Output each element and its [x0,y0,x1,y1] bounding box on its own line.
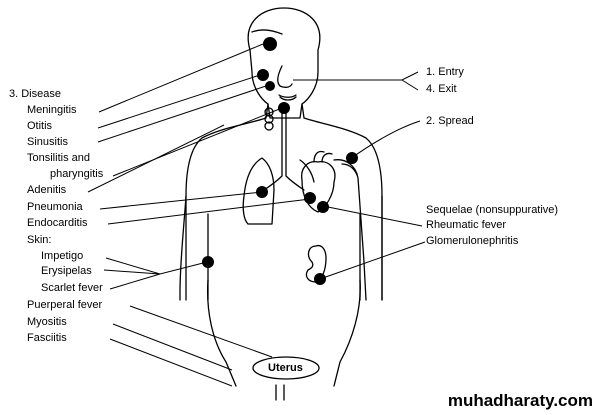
label-tonsillitis-2: pharyngitis [50,168,104,180]
line-spread [349,120,421,160]
line-adenitis [87,124,225,193]
label-puerperal-fever: Puerperal fever [27,299,103,311]
label-myositis: Myositis [27,316,67,328]
left-arm [179,195,209,301]
label-exit: 4. Exit [426,83,457,95]
line-myositis [112,323,233,371]
label-glomerulonephritis: Glomerulonephritis [426,235,519,247]
site-skin [202,256,214,268]
label-skin: Skin: [27,234,52,246]
line-sequelae [322,205,423,227]
line-glomerulo [319,241,426,280]
site-sinusitis [265,81,275,91]
line-skin [103,257,208,290]
label-otitis: Otitis [27,120,53,132]
left-lung [242,157,275,225]
site-endocarditis-1 [304,192,316,204]
line-otitis [97,74,261,129]
label-impetigo: Impetigo [41,250,84,262]
airway [263,107,305,191]
mouth-outline [278,94,297,101]
label-adenitis: Adenitis [27,184,67,196]
site-endocarditis-2 [317,201,329,213]
lower-torso [206,279,361,387]
label-uterus: Uterus [268,362,303,374]
torso-outline [185,103,383,301]
label-tonsillitis-1: Tonsilitis and [27,152,90,164]
site-otitis [257,69,269,81]
blood-vessel [333,159,367,301]
label-spread: 2. Spread [426,115,474,127]
label-sinusitis: Sinusitis [27,136,68,148]
label-rheumatic-fever: Rheumatic fever [426,219,507,231]
label-endocarditis: Endocarditis [27,217,88,229]
site-meningitis [263,37,277,51]
uterus-outline [252,356,320,380]
label-erysipelas: Erysipelas [41,265,92,277]
kidney [305,244,327,283]
label-scarlet-fever: Scarlet fever [41,282,103,294]
line-tonsillitis [112,107,283,177]
label-meningitis: Meningitis [27,104,77,116]
legs [275,384,285,401]
label-disease: 3. Disease [9,88,61,100]
label-sequelae: Sequelae (nonsuppurative) [426,204,559,216]
line-meningitis [98,43,264,113]
head-outline [247,7,321,119]
right-lung [299,159,315,183]
line-puerperal [129,305,273,358]
line-endocarditis [107,198,311,225]
line-entry-exit [293,71,419,91]
line-sinusitis [97,85,267,143]
nose-outline [277,65,293,88]
site-tonsillitis [278,102,290,114]
line-fasciitis [109,338,233,387]
line-pneumonia [99,191,263,210]
label-entry: 1. Entry [426,66,464,78]
heart [301,161,336,213]
label-pneumonia: Pneumonia [27,201,83,213]
watermark: muhadharaty.com [447,391,593,410]
label-fasciitis: Fasciitis [27,332,67,344]
